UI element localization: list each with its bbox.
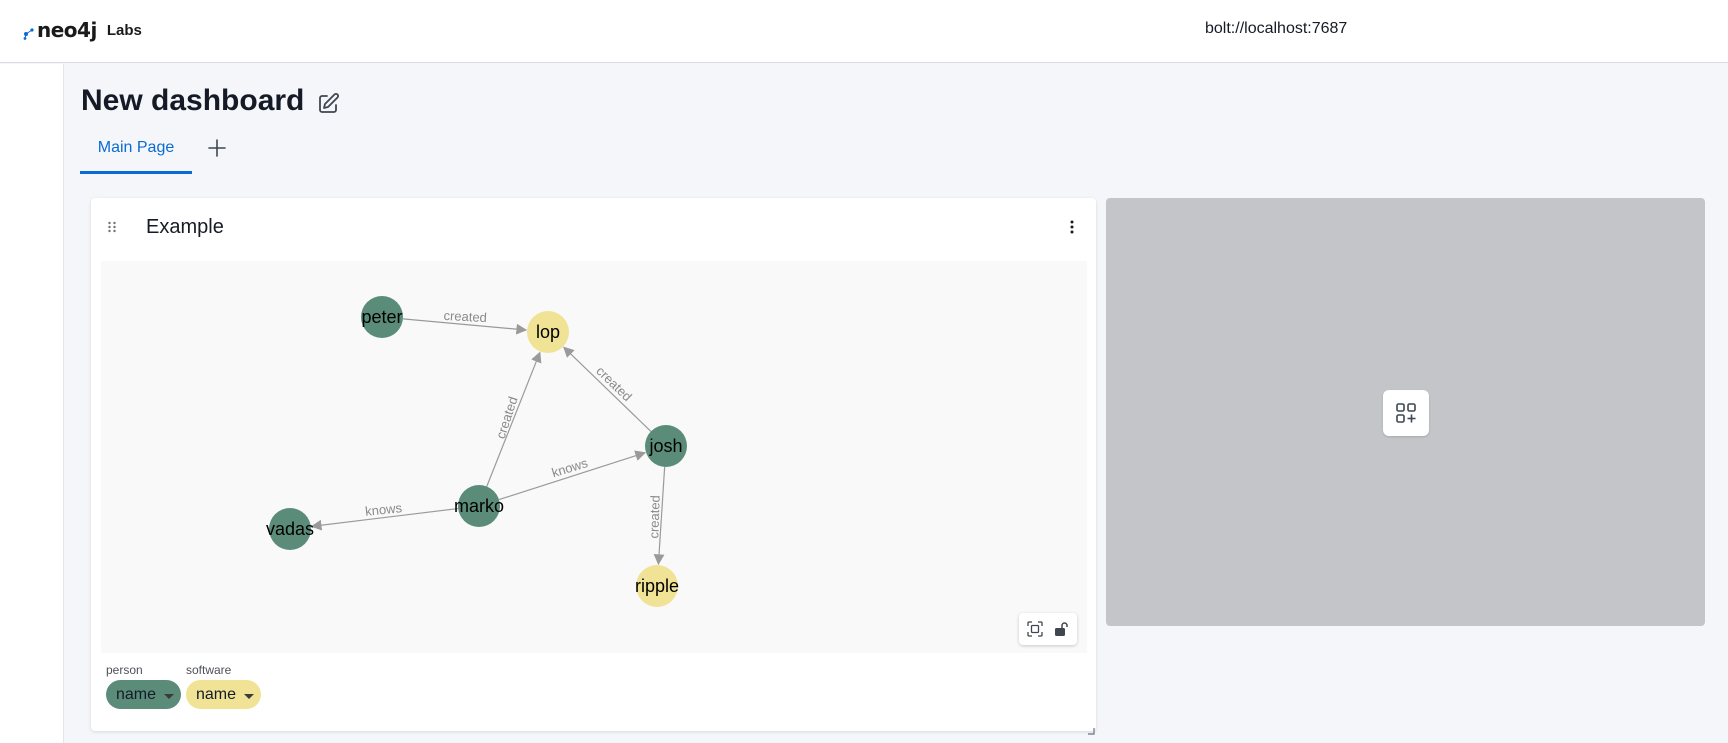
graph-edge-label: created	[493, 395, 521, 441]
sidebar	[0, 64, 64, 743]
graph-controls	[1019, 613, 1077, 645]
caret-down-icon	[164, 693, 175, 699]
graph-node-lop[interactable]	[527, 311, 569, 353]
legend-category-label: software	[186, 663, 232, 677]
dashboard-title: New dashboard	[81, 84, 305, 117]
graph-node-label: vadas	[266, 519, 314, 539]
add-report-button[interactable]	[1383, 390, 1429, 436]
legend-property-select[interactable]: name	[186, 680, 261, 709]
add-widget-grid-icon	[1396, 403, 1416, 423]
drag-handle-icon[interactable]	[106, 220, 118, 234]
graph-edge-label: knows	[364, 500, 403, 519]
graph-edge-marko-josh[interactable]	[498, 450, 647, 501]
logo-wordmark: neo4j	[37, 18, 97, 42]
graph-edge-marko-vadas[interactable]	[310, 507, 459, 531]
edit-title-icon[interactable]	[316, 92, 340, 116]
legend-person: person name	[106, 663, 181, 709]
top-bar: neo4j Labs bolt://localhost:7687	[0, 0, 1728, 63]
unlock-icon[interactable]	[1053, 621, 1069, 637]
legend-property-value: name	[196, 685, 237, 703]
card-title: Example	[146, 216, 224, 238]
connection-url[interactable]: bolt://localhost:7687	[1205, 20, 1348, 37]
tab-main-page[interactable]: Main Page	[80, 130, 192, 174]
add-page-icon[interactable]	[205, 136, 229, 160]
graph-node-label: josh	[648, 436, 682, 456]
neo4j-logo[interactable]: neo4j Labs	[22, 18, 142, 42]
labs-label: Labs	[106, 21, 142, 39]
graph-edge-label: created	[443, 308, 487, 325]
neo4j-logo-icon	[22, 19, 36, 41]
graph-node-label: lop	[536, 322, 560, 342]
graph-edge-peter-lop[interactable]	[402, 318, 528, 335]
graph-node-josh[interactable]	[645, 425, 687, 467]
graph-node-vadas[interactable]	[269, 508, 311, 550]
graph-node-label: peter	[361, 307, 402, 327]
graph-node-peter[interactable]	[361, 296, 403, 338]
graph-edge-label: created	[593, 363, 635, 404]
graph-node-label: marko	[454, 496, 504, 516]
card-menu-icon[interactable]	[1064, 218, 1080, 236]
caret-down-icon	[244, 693, 255, 699]
legend-property-value: name	[116, 685, 157, 703]
graph-node-marko[interactable]	[458, 485, 500, 527]
legend-category-label: person	[106, 663, 143, 677]
graph-node-label: ripple	[635, 576, 679, 596]
graph-edge-josh-ripple[interactable]	[653, 466, 666, 566]
graph-node-ripple[interactable]	[636, 565, 678, 607]
resize-handle-icon[interactable]	[1087, 722, 1095, 735]
graph-edge-label: created	[646, 495, 663, 539]
graph-edge-marko-lop[interactable]	[486, 351, 542, 487]
graph-edge-josh-lop[interactable]	[563, 346, 652, 432]
fit-to-screen-icon[interactable]	[1027, 621, 1043, 637]
legend-property-select[interactable]: name	[106, 680, 181, 709]
legend-software: software name	[186, 663, 261, 709]
add-report-card	[1106, 198, 1705, 626]
